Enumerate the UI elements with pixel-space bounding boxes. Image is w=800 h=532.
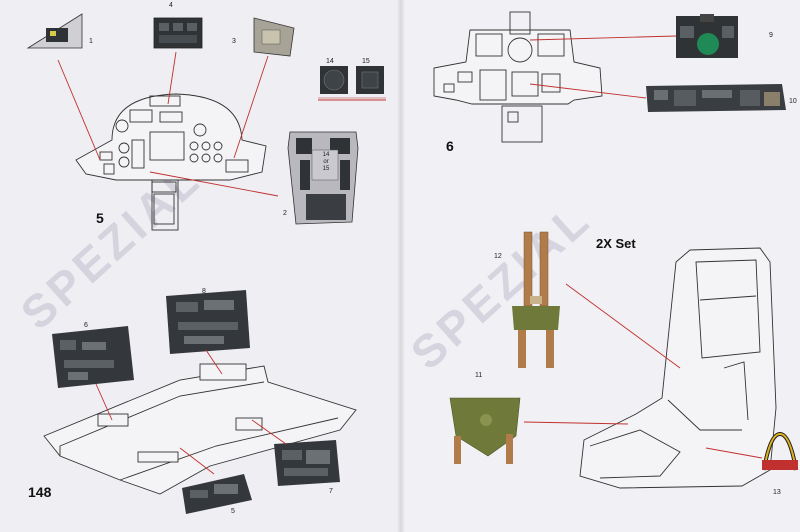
part-label-7: 7 [329, 488, 333, 495]
part-label-9: 9 [769, 32, 773, 39]
part-label-6: 6 [84, 322, 88, 329]
step5-leader-lines [57, 51, 279, 197]
part-1-left-console-panel [26, 13, 83, 49]
part-label-8: 8 [202, 288, 206, 295]
consoles-leader-lines [95, 349, 287, 475]
rear-instrument-panel-outline [433, 11, 603, 143]
part-label-13: 13 [773, 489, 781, 496]
part-label-14: 14 [326, 58, 334, 65]
part-label-3: 3 [232, 38, 236, 45]
part-6-left-side-panel [52, 326, 134, 388]
step-number-5: 5 [96, 210, 104, 226]
part-7-right-side-panel [274, 440, 340, 486]
part-11-seat-cushion-belts [449, 397, 521, 464]
book-gutter [397, 0, 405, 532]
part-10-rear-lower-panel [646, 84, 786, 112]
part-9-rear-upper-panel [676, 14, 738, 58]
seat-leader-lines [523, 283, 763, 459]
main-instrument-panel-outline [75, 93, 267, 231]
part-15-square-gauge [356, 66, 384, 94]
part-2-center-pedestal [287, 131, 359, 225]
part-label-10: 10 [789, 98, 797, 105]
part-13-seat-handle [762, 431, 798, 471]
panel-option-label: 14 or 15 [322, 152, 330, 172]
part-3-right-console-panel [253, 17, 295, 57]
part-label-5: 5 [231, 508, 235, 515]
ejection-seat-outline [579, 247, 777, 489]
step-number-6: 6 [446, 138, 454, 154]
part-label-15: 15 [362, 58, 370, 65]
page-number: 148 [28, 484, 52, 500]
step6-leader-lines [529, 35, 677, 99]
set-quantity-note: 2X Set [596, 236, 636, 251]
part-label-2: 2 [283, 210, 287, 217]
part-14-round-gauge [320, 66, 348, 94]
part-label-12: 12 [494, 253, 502, 260]
part-12-shoulder-harness [512, 231, 560, 368]
part-label-1: 1 [89, 38, 93, 45]
part-5-lower-side-panel [182, 474, 252, 514]
part-4-center-top-panel [153, 17, 203, 49]
part-8-upper-side-panel [166, 290, 250, 354]
part-label-11: 11 [475, 372, 483, 379]
side-console-tub [43, 363, 357, 495]
part-label-4: 4 [169, 2, 173, 9]
